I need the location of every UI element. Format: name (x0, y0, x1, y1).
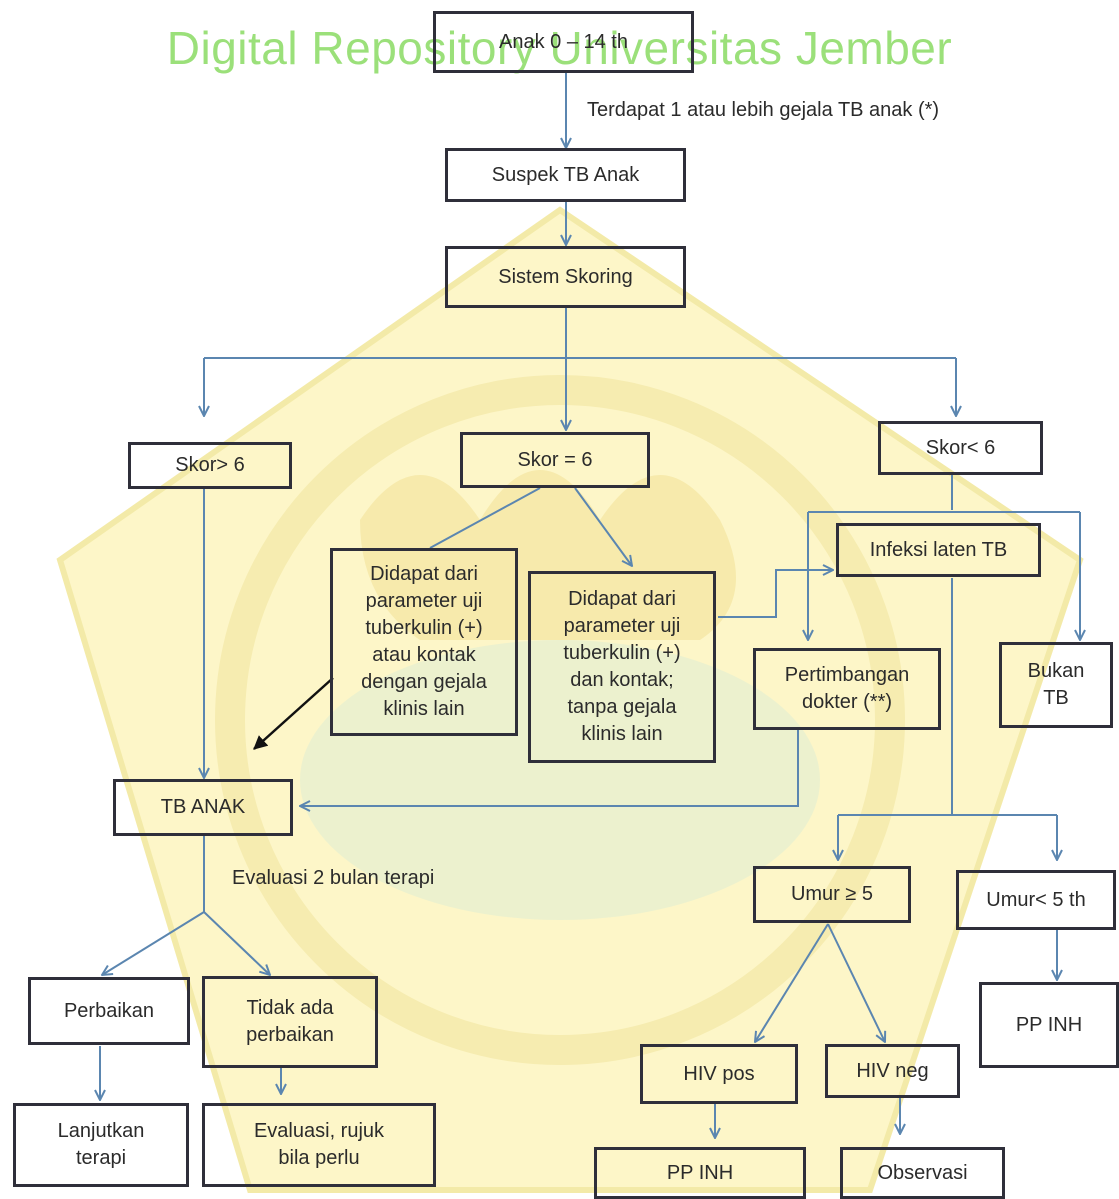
conn-eval-perbaikan (102, 911, 205, 975)
node-evaluasi-rujuk: Evaluasi, rujuk bila perlu (202, 1103, 436, 1187)
conn-eval-tidak (203, 911, 270, 975)
node-hiv-pos: HIV pos (640, 1044, 798, 1104)
node-lanjutkan: Lanjutkan terapi (13, 1103, 189, 1187)
node-skor-eq: Skor = 6 (460, 432, 650, 488)
conn-skoreq-paramb (574, 487, 632, 566)
node-pp-inh-right: PP INH (979, 982, 1119, 1068)
label-evaluasi: Evaluasi 2 bulan terapi (232, 867, 435, 889)
node-tb-anak: TB ANAK (113, 779, 293, 836)
node-suspek: Suspek TB Anak (445, 148, 686, 202)
node-anak: Anak 0 – 14 th (433, 11, 694, 73)
conn-umurge-hivneg (827, 923, 885, 1042)
conn-pertimbangan-tbanak (300, 728, 799, 806)
node-hiv-neg: HIV neg (825, 1044, 960, 1098)
node-skor-lt: Skor< 6 (878, 421, 1043, 475)
conn-paramb-laten (718, 570, 833, 618)
node-skoring: Sistem Skoring (445, 246, 686, 308)
repository-watermark: Digital Repository Universitas Jember (166, 22, 953, 74)
node-observasi: Observasi (840, 1147, 1005, 1199)
node-tidak: Tidak ada perbaikan (202, 976, 378, 1068)
node-skor-gt: Skor> 6 (128, 442, 292, 489)
node-pertimbangan: Pertimbangan dokter (**) (753, 648, 941, 730)
node-umur-lt: Umur< 5 th (956, 870, 1116, 930)
node-umur-ge: Umur ≥ 5 (753, 866, 911, 923)
conn-parama-tbanak (253, 677, 334, 750)
node-perbaikan: Perbaikan (28, 977, 190, 1045)
label-gejala: Terdapat 1 atau lebih gejala TB anak (*) (587, 99, 940, 121)
node-pp-inh-bottom: PP INH (594, 1147, 806, 1199)
conn-skoreq-parama (429, 487, 541, 549)
node-param-a: Didapat dari parameter uji tuberkulin (+… (330, 548, 518, 736)
conn-umurge-hivpos (755, 923, 829, 1042)
node-bukan: Bukan TB (999, 642, 1113, 728)
node-param-b: Didapat dari parameter uji tuberkulin (+… (528, 571, 716, 763)
node-laten: Infeksi laten TB (836, 523, 1041, 577)
